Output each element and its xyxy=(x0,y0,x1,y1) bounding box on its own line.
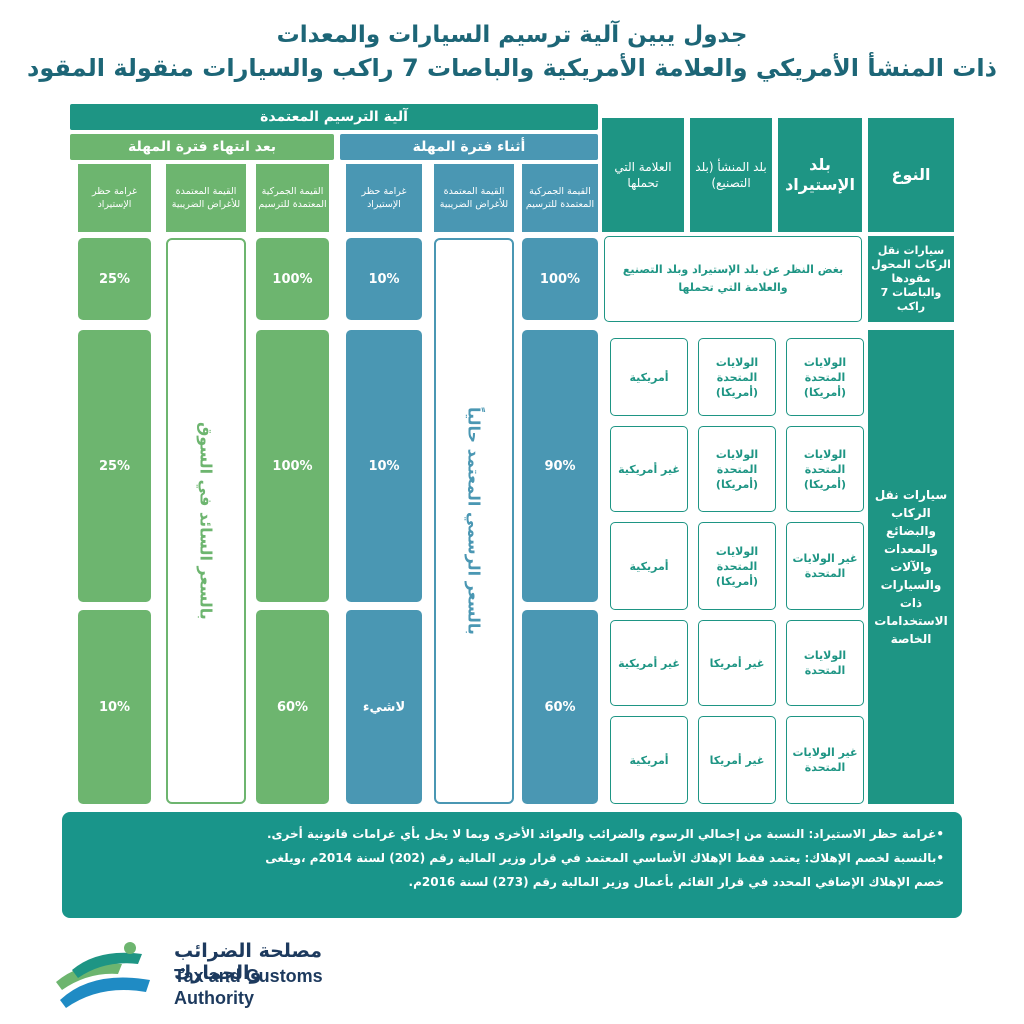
col-header-after-tax-value: القيمة المعتمدة للأغراض الضريبية xyxy=(166,164,246,232)
after-fine-row2: 25% xyxy=(78,330,151,602)
market-price-box: بالسعر السائد في السوق xyxy=(166,238,246,804)
grid-origin-1: الولايات المتحدة (أمريكا) xyxy=(698,338,776,416)
col-header-origin: بلد المنشأ (بلد التصنيع) xyxy=(690,118,772,232)
col-header-brand: العلامة التي تحملها xyxy=(602,118,684,232)
row2-type: سيارات نقل الركاب والبضائع والمعدات والآ… xyxy=(868,330,954,804)
note-import-fine: •غرامة حظر الاستيراد: النسبة من إجمالي ا… xyxy=(266,827,944,841)
after-fine-row1: 25% xyxy=(78,238,151,320)
grid-origin-3: الولايات المتحدة (أمريكا) xyxy=(698,522,776,610)
grid-origin-2: الولايات المتحدة (أمريكا) xyxy=(698,426,776,512)
col-header-after-customs-value: القيمة الجمركية المعتمدة للترسيم xyxy=(256,164,329,232)
during-fine-row1: 10% xyxy=(346,238,422,320)
note-depreciation: •بالنسبة لخصم الإهلاك: يعتمد فقط الإهلاك… xyxy=(265,851,944,865)
grid-import-2: الولايات المتحدة (أمريكا) xyxy=(786,426,864,512)
col-header-during-customs-value: القيمة الجمركية المعتمدة للترسيم xyxy=(522,164,598,232)
grid-import-5: غير الولايات المتحدة xyxy=(786,716,864,804)
row1-note: بغض النظر عن بلد الإستيراد وبلد التصنيع … xyxy=(604,236,862,322)
grid-import-4: الولايات المتحدة xyxy=(786,620,864,706)
row1-type: سيارات نقل الركاب المحول مقودها والباصات… xyxy=(868,236,954,322)
col-header-type: النوع xyxy=(868,118,954,232)
logo-english-line1: Tax and Customs xyxy=(174,966,323,986)
authority-logo-icon xyxy=(52,940,162,1010)
grid-brand-3: أمريكية xyxy=(610,522,688,610)
col-header-import: بلد الإستيراد xyxy=(778,118,862,232)
page-title-line1: جدول يبين آلية ترسيم السيارات والمعدات xyxy=(276,22,748,48)
after-customs-row2: 100% xyxy=(256,330,329,602)
during-customs-row1: 100% xyxy=(522,238,598,320)
logo-arabic-name: مصلحة الضرائب والجمارك xyxy=(174,940,323,984)
after-customs-row3: 60% xyxy=(256,610,329,804)
grid-origin-5: غير أمريكا xyxy=(698,716,776,804)
grid-import-3: غير الولايات المتحدة xyxy=(786,522,864,610)
grid-import-1: الولايات المتحدة (أمريكا) xyxy=(786,338,864,416)
official-price-box: بالسعر الرسمي المعتمد حالياً xyxy=(434,238,514,804)
official-price-label: بالسعر الرسمي المعتمد حالياً xyxy=(464,407,484,635)
grid-brand-2: غير أمريكية xyxy=(610,426,688,512)
col-header-during-tax-value: القيمة المعتمدة للأغراض الضريبية xyxy=(434,164,514,232)
grid-brand-4: غير أمريكية xyxy=(610,620,688,706)
after-grace-header: بعد انتهاء فترة المهلة xyxy=(70,134,334,160)
after-fine-row3: 10% xyxy=(78,610,151,804)
logo-english-line2: Authority xyxy=(174,988,254,1008)
col-header-after-fine: غرامة حظر الإستيراد xyxy=(78,164,151,232)
grid-origin-4: غير أمريكا xyxy=(698,620,776,706)
page-title-line2: ذات المنشأ الأمريكي والعلامة الأمريكية و… xyxy=(27,54,997,82)
market-price-label: بالسعر السائد في السوق xyxy=(196,422,216,620)
grid-brand-5: أمريكية xyxy=(610,716,688,804)
mechanism-header: آلية الترسيم المعتمدة xyxy=(70,104,598,130)
during-customs-row2: 90% xyxy=(522,330,598,602)
during-fine-row2: 10% xyxy=(346,330,422,602)
during-grace-header: أثناء فترة المهلة xyxy=(340,134,598,160)
notes-box: •غرامة حظر الاستيراد: النسبة من إجمالي ا… xyxy=(62,812,962,918)
during-fine-row3: لاشيء xyxy=(346,610,422,804)
during-customs-row3: 60% xyxy=(522,610,598,804)
after-customs-row1: 100% xyxy=(256,238,329,320)
grid-brand-1: أمريكية xyxy=(610,338,688,416)
col-header-during-fine: غرامة حظر الإستيراد xyxy=(346,164,422,232)
note-depreciation-cont: خصم الإهلاك الإضافي المحدد في قرار القائ… xyxy=(408,875,944,889)
